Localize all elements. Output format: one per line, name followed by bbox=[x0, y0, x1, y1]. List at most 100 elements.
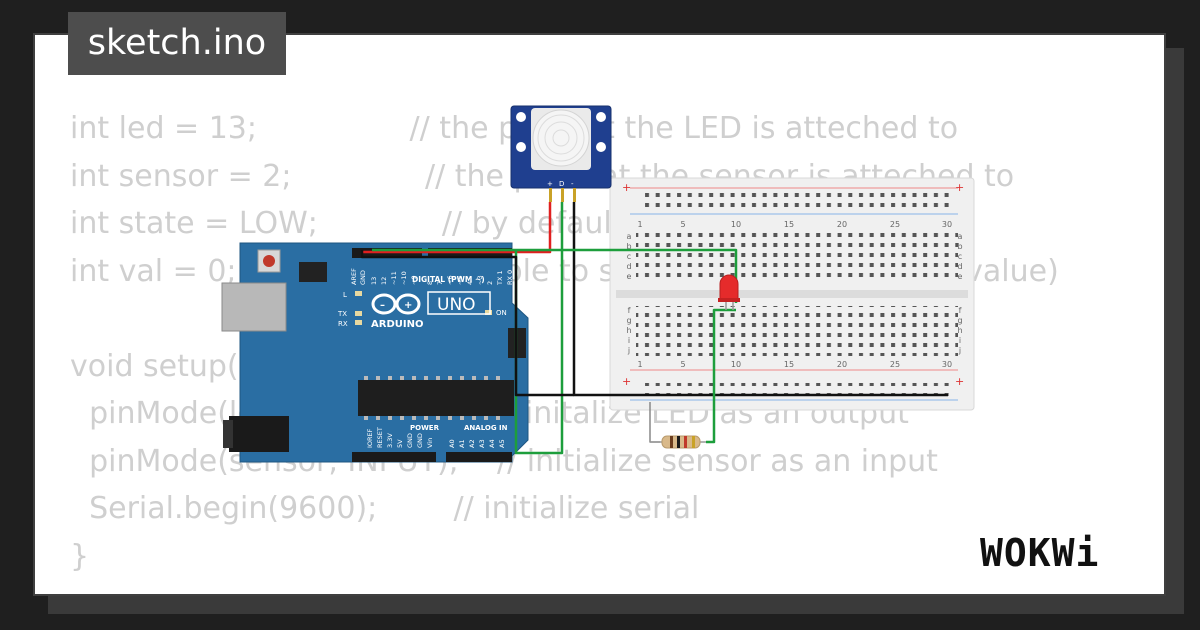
pin-label: 13 bbox=[370, 277, 378, 285]
pir-motion-sensor[interactable]: + D - bbox=[510, 105, 612, 202]
power-header-label: POWER bbox=[410, 424, 440, 432]
column-number: 1 bbox=[637, 360, 642, 369]
pir-pin bbox=[561, 188, 564, 202]
rail-holes-top bbox=[645, 192, 950, 200]
tx-led bbox=[355, 311, 362, 316]
wokwi-logo: WOKWi bbox=[980, 531, 1099, 575]
logo-minus: – bbox=[380, 300, 385, 311]
red-led[interactable] bbox=[718, 274, 740, 310]
pin-label: TX 1 bbox=[496, 270, 504, 286]
usb-port bbox=[221, 282, 287, 332]
column-number: 15 bbox=[784, 360, 794, 369]
arduino-logo-icon bbox=[371, 293, 421, 315]
mount-hole bbox=[516, 142, 526, 152]
rail-plus-mark: + bbox=[955, 375, 964, 388]
pin-label: AREF bbox=[350, 268, 358, 285]
power-header bbox=[352, 452, 436, 462]
code-line: Serial.begin(9600); // initialize serial bbox=[70, 491, 700, 526]
row-letter: g bbox=[957, 316, 962, 325]
center-channel bbox=[616, 290, 968, 298]
wire-board-gnd bbox=[360, 250, 574, 397]
pin-label: A3 bbox=[478, 439, 486, 448]
row-letter: e bbox=[958, 272, 963, 281]
column-number: 1 bbox=[637, 220, 642, 229]
pin-label: ~3 bbox=[476, 275, 484, 285]
row-letter: i bbox=[628, 336, 630, 345]
row-letter: c bbox=[627, 252, 631, 261]
pin-label: 2 bbox=[486, 281, 494, 285]
row-letter: a bbox=[958, 232, 963, 241]
pin-label: ~9 bbox=[410, 275, 418, 285]
column-number: 15 bbox=[784, 220, 794, 229]
row-letter: b bbox=[626, 242, 631, 251]
row-letter: c bbox=[958, 252, 962, 261]
pir-pin bbox=[549, 188, 552, 202]
on-led bbox=[485, 310, 492, 315]
pin-label: 8 bbox=[426, 281, 434, 285]
column-number: 25 bbox=[890, 220, 900, 229]
row-letter: j bbox=[958, 346, 961, 355]
rail-holes-bottom-2 bbox=[645, 388, 950, 396]
column-number: 20 bbox=[837, 220, 847, 229]
pin-label: A1 bbox=[458, 439, 466, 448]
brand-label: ARDUINO bbox=[371, 319, 423, 330]
l-led-label: L bbox=[343, 291, 347, 299]
terminal-holes-top bbox=[636, 232, 958, 282]
microcontroller-chip bbox=[358, 380, 514, 416]
column-number: 10 bbox=[731, 360, 741, 369]
code-line: } bbox=[70, 538, 90, 574]
terminal-holes-bottom bbox=[636, 306, 958, 356]
rail-plus-mark: + bbox=[955, 181, 964, 194]
pin-label: ~5 bbox=[456, 275, 464, 285]
rx-led bbox=[355, 320, 362, 325]
mount-hole bbox=[596, 112, 606, 122]
reset-button-cap bbox=[263, 255, 275, 267]
analog-header-label: ANALOG IN bbox=[464, 424, 508, 432]
mount-hole bbox=[516, 112, 526, 122]
digital-header-label: DIGITAL (PWM ~) bbox=[412, 275, 485, 284]
column-number: 5 bbox=[680, 360, 685, 369]
logo-plus: + bbox=[404, 300, 412, 311]
row-letter: f bbox=[628, 306, 631, 315]
l-led bbox=[355, 291, 362, 296]
pin-label: A4 bbox=[488, 439, 496, 448]
file-tab[interactable]: sketch.ino bbox=[68, 12, 286, 75]
mount-hole bbox=[596, 142, 606, 152]
rail-plus-mark: + bbox=[622, 375, 631, 388]
resistor[interactable] bbox=[650, 435, 706, 449]
column-number: 30 bbox=[942, 360, 952, 369]
pin-label: 7 bbox=[436, 281, 444, 285]
pin-label: A2 bbox=[468, 439, 476, 448]
pin-label: ~6 bbox=[446, 275, 454, 285]
pin-label: RX 0 bbox=[506, 270, 514, 285]
pin-label: 12 bbox=[380, 277, 388, 285]
model-label: UNO bbox=[437, 295, 476, 315]
breadboard: + + + + 1 5 10 15 20 25 30 1 5 10 15 20 … bbox=[609, 177, 975, 411]
pin-label: 3.3V bbox=[386, 433, 394, 448]
analog-header bbox=[446, 452, 512, 462]
row-letter: g bbox=[626, 316, 631, 325]
wokwi-logo-text: WOKWi bbox=[980, 531, 1099, 575]
column-number: 10 bbox=[731, 220, 741, 229]
pin-label: ~10 bbox=[400, 271, 408, 285]
column-number: 20 bbox=[837, 360, 847, 369]
pin-label: A0 bbox=[448, 439, 456, 448]
rail-holes-top-2 bbox=[645, 202, 950, 210]
rx-led-label: RX bbox=[338, 320, 348, 328]
pin-label: RESET bbox=[376, 427, 384, 448]
row-letter: b bbox=[957, 242, 962, 251]
row-letter: h bbox=[626, 326, 631, 335]
pin-label: 5V bbox=[396, 439, 404, 448]
arduino-uno-board[interactable]: AREF GND 13 12 ~11 ~10 ~9 8 7 ~6 ~5 4 ~3… bbox=[221, 242, 529, 463]
pin-label: 4 bbox=[466, 281, 474, 285]
power-jack-tip bbox=[223, 420, 233, 448]
pir-pin bbox=[573, 188, 576, 202]
uno-badge bbox=[427, 291, 491, 315]
wire-led-cathode bbox=[706, 308, 736, 444]
row-letter: f bbox=[959, 306, 962, 315]
row-letter: i bbox=[959, 336, 961, 345]
pin-label: IOREF bbox=[366, 428, 374, 448]
row-letter: j bbox=[627, 346, 630, 355]
pin-label: A5 bbox=[498, 439, 506, 448]
